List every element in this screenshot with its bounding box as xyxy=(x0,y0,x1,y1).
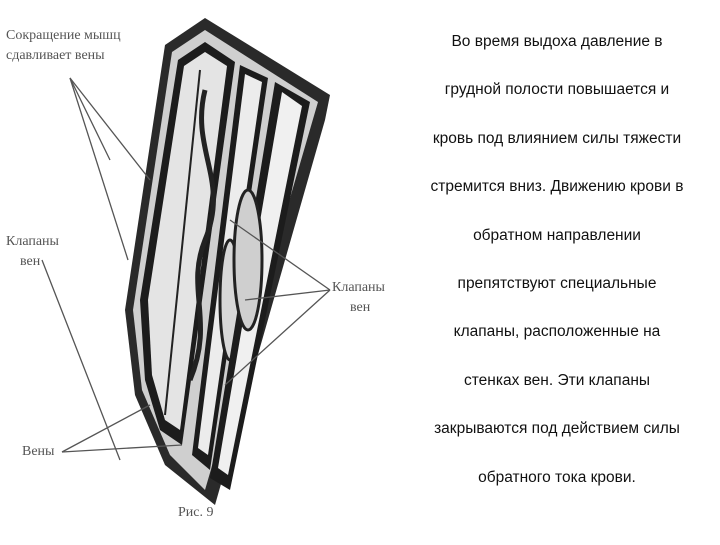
pointer-lines xyxy=(41,77,331,461)
label-muscle-contraction: Сокращение мышц сдавливает вены xyxy=(6,26,121,66)
vein-figure: Сокращение мышц сдавливает вены Клапаны … xyxy=(6,18,385,520)
description-text: Во время выдоха давление в грудной полос… xyxy=(398,18,716,502)
figure-caption: Рис. 9 xyxy=(178,505,214,520)
text-line: препятствуют специальные xyxy=(457,275,657,293)
label-veins: Вены xyxy=(22,444,55,459)
text-line: обратного тока крови. xyxy=(478,468,636,486)
vein-illustration xyxy=(41,18,331,505)
text-line: закрываются под действием силы xyxy=(434,420,680,438)
label-valves-right-line-2: вен xyxy=(350,300,371,315)
text-line: стенках вен. Эти клапаны xyxy=(463,371,651,389)
text-line: клапаны, расположенные на xyxy=(453,323,661,341)
label-valves-left-line-2: вен xyxy=(20,254,41,269)
text-line: Во время выдоха давление в xyxy=(451,33,663,50)
label-valves-left: Клапаны вен xyxy=(6,232,59,272)
text-line: стремится вниз. Движению крови в xyxy=(430,178,684,196)
label-muscle-line-2: сдавливает вены xyxy=(6,48,105,63)
text-line: кровь под влиянием силы тяжести xyxy=(432,129,682,147)
text-line: обратном направлении xyxy=(473,226,641,244)
label-muscle-line-1: Сокращение мышц xyxy=(6,28,121,43)
label-valves-right: Клапаны вен xyxy=(332,278,385,318)
text-line: грудной полости повышается и xyxy=(444,81,670,99)
vein-right-valve xyxy=(232,188,264,332)
vein-left-valve xyxy=(187,89,216,381)
label-valves-left-line-1: Клапаны xyxy=(6,234,59,249)
label-valves-right-line-1: Клапаны xyxy=(332,280,385,295)
